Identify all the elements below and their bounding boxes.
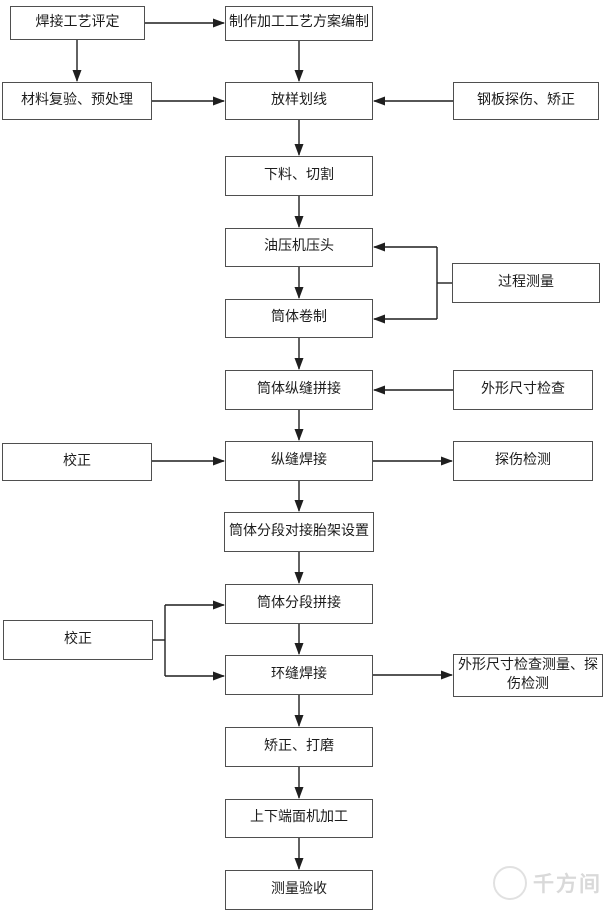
flow-node-material-reinspect: 材料复验、预处理 <box>2 82 152 120</box>
flow-node-correction-1: 校正 <box>2 443 152 481</box>
flow-node-correction-2: 校正 <box>3 620 153 660</box>
flow-node-plate-flaw-correction: 钢板探伤、矫正 <box>453 82 599 120</box>
flow-node-dimension-check: 外形尺寸检查 <box>453 370 593 410</box>
flow-node-straighten-grind: 矫正、打磨 <box>225 727 373 767</box>
flow-node-shell-rolling: 筒体卷制 <box>225 299 373 338</box>
flow-node-longitudinal-weld: 纵缝焊接 <box>225 441 373 481</box>
flow-node-ring-seam-weld: 环缝焊接 <box>225 655 373 695</box>
watermark-text: 千方间 <box>533 872 602 896</box>
watermark: 千方间 <box>440 860 602 906</box>
flow-node-jig-setup: 筒体分段对接胎架设置 <box>224 512 374 552</box>
flow-node-cutting: 下料、切割 <box>225 156 373 196</box>
watermark-logo-icon <box>493 866 527 900</box>
flow-node-lofting-marking: 放样划线 <box>225 82 373 120</box>
flow-node-process-plan: 制作加工工艺方案编制 <box>225 6 373 41</box>
flow-node-flaw-detection: 探伤检测 <box>453 441 593 481</box>
flow-node-end-face-machining: 上下端面机加工 <box>225 799 373 838</box>
flow-node-process-measurement: 过程测量 <box>452 263 600 303</box>
flow-node-measurement-acceptance: 测量验收 <box>225 870 373 910</box>
flow-node-hydraulic-press-head: 油压机压头 <box>225 228 373 267</box>
flow-node-longitudinal-splice: 筒体纵缝拼接 <box>225 370 373 410</box>
flow-node-section-splice: 筒体分段拼接 <box>225 584 373 624</box>
flow-node-weld-qualification: 焊接工艺评定 <box>10 6 145 40</box>
flow-node-dimension-flaw-check: 外形尺寸检查测量、探伤检测 <box>453 654 603 697</box>
